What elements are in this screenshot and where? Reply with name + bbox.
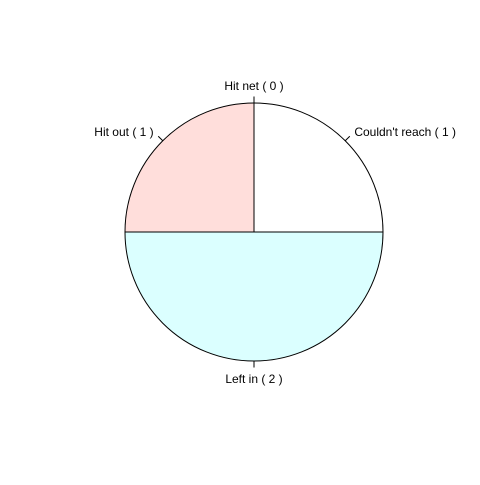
slice-label-3: Left in ( 2 ) — [225, 372, 282, 386]
pie-slice-0 — [254, 103, 383, 232]
slice-label-0: Couldn't reach ( 1 ) — [354, 125, 456, 139]
slice-tick-0 — [344, 135, 351, 142]
pie-slice-2 — [125, 103, 254, 232]
slice-label-2: Hit out ( 1 ) — [94, 125, 153, 139]
slice-label-1: Hit net ( 0 ) — [224, 79, 283, 93]
pie-slice-3 — [125, 232, 383, 361]
slice-tick-2 — [157, 135, 164, 142]
